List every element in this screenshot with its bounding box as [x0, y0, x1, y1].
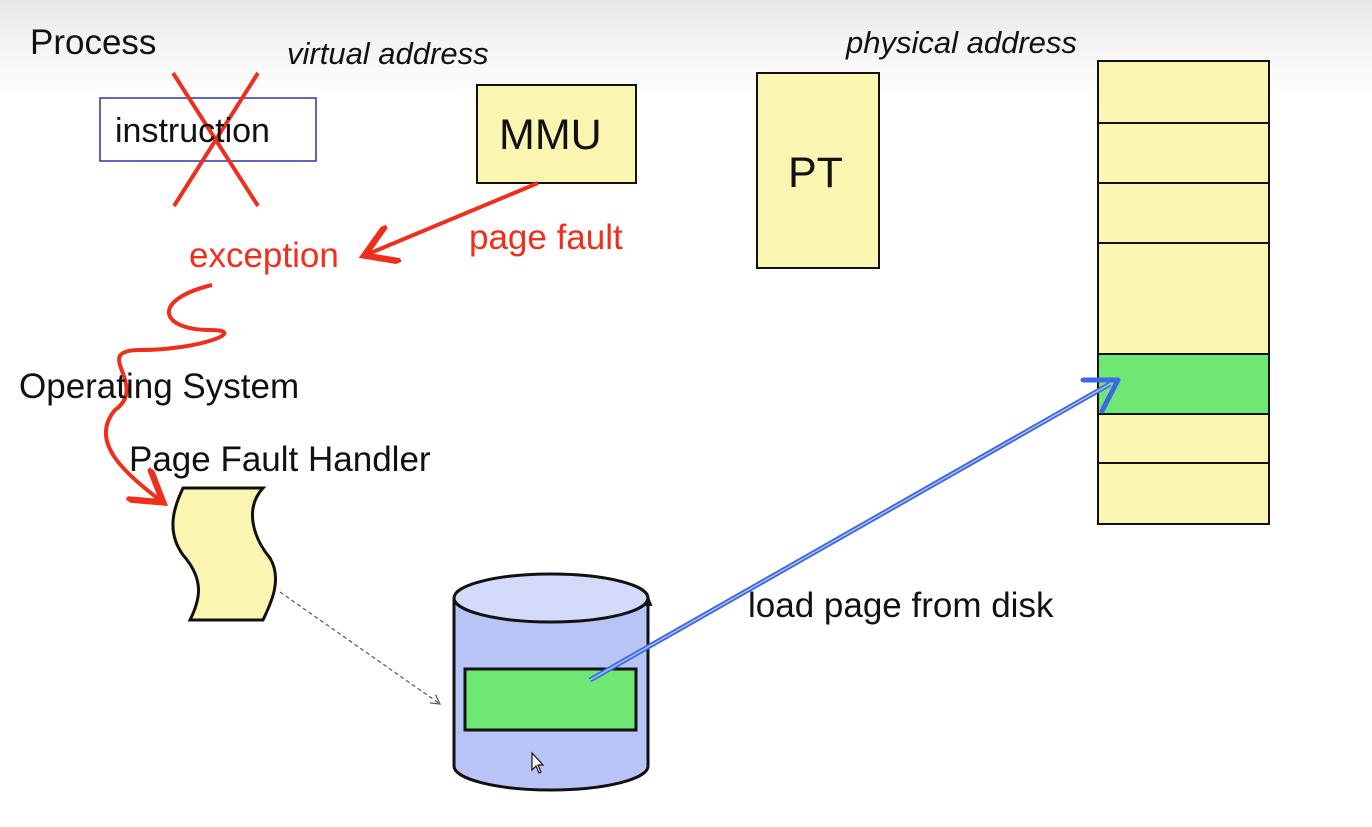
operating-system-label: Operating System [19, 367, 300, 406]
virtual-address-label: virtual address [287, 36, 489, 71]
physical-memory [1097, 60, 1270, 525]
page-table-box [756, 72, 880, 269]
page-fault-handler-label: Page Fault Handler [129, 440, 431, 479]
instruction-label: instruction [115, 112, 270, 150]
load-page-label: load page from disk [748, 586, 1054, 625]
page-fault-handler-code [171, 486, 278, 622]
pt-label: PT [788, 149, 843, 197]
mouse-cursor-icon [531, 751, 545, 774]
mmu-label: MMU [499, 111, 602, 159]
page-fault-label: page fault [469, 218, 623, 257]
disk-cylinder [452, 572, 653, 792]
exception-label: exception [189, 236, 339, 275]
page-fault-arrow [368, 181, 539, 254]
process-label: Process [30, 23, 157, 62]
handler-to-disk-arrow [279, 591, 440, 704]
disk-page-block [463, 667, 638, 732]
os-flow-squiggle [103, 283, 227, 500]
loaded-memory-frame [1097, 353, 1270, 415]
mmu-box [476, 84, 637, 184]
load-page-arrow [588, 377, 1121, 683]
cancelled-instruction-cross [171, 71, 260, 208]
physical-address-label: physical address [846, 25, 1077, 60]
